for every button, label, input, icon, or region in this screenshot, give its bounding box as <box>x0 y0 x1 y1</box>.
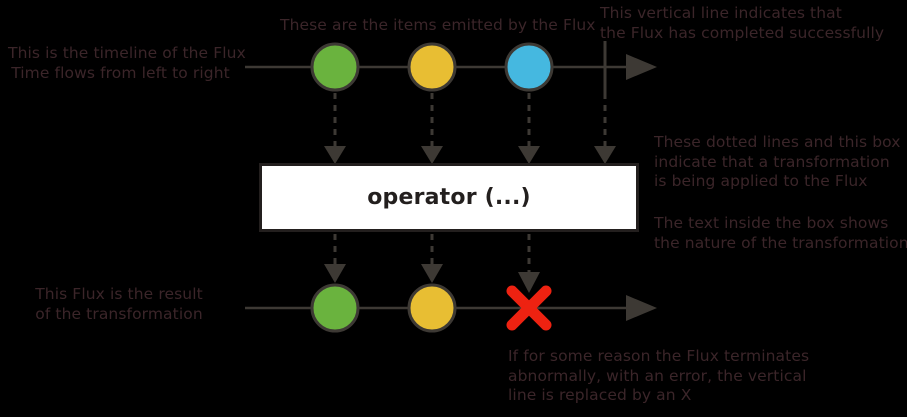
marble-blue-source[interactable] <box>504 42 554 92</box>
dotted-arrow-in-blue-head <box>518 146 540 164</box>
annotation-error: If for some reason the Flux terminates a… <box>508 347 810 404</box>
annotation-box-text: The text inside the box shows the nature… <box>654 214 907 252</box>
marble-yellow-source[interactable] <box>407 42 457 92</box>
dotted-arrow-in-green-head <box>324 146 346 164</box>
source-timeline-arrowhead <box>626 54 657 80</box>
dotted-arrow-out-yellow-head <box>421 264 443 283</box>
source-flux-timeline <box>245 41 657 93</box>
annotation-emitted-items: These are the items emitted by the Flux <box>280 16 596 34</box>
annotation-timeline: This is the timeline of the Flux Time fl… <box>8 44 246 82</box>
dotted-arrows-out-of-operator <box>324 234 540 293</box>
dotted-arrow-out-green-head <box>324 264 346 283</box>
marble-green-result[interactable] <box>310 283 360 333</box>
result-timeline-arrowhead <box>626 295 657 321</box>
annotation-transformation: These dotted lines and this box indicate… <box>654 133 901 190</box>
annotation-result: This Flux is the result of the transform… <box>35 285 203 323</box>
marble-yellow-result[interactable] <box>407 283 457 333</box>
operator-label: operator (...) <box>367 185 531 210</box>
annotation-completion: This vertical line indicates that the Fl… <box>600 4 885 42</box>
dotted-arrows-into-operator <box>324 93 616 164</box>
dotted-arrow-in-completion-head <box>594 146 616 164</box>
dotted-arrow-in-yellow-head <box>421 146 443 164</box>
error-x-marker[interactable] <box>506 285 552 331</box>
result-flux-timeline <box>245 283 657 333</box>
marble-green-source[interactable] <box>310 42 360 92</box>
operator-box[interactable]: operator (...) <box>259 163 639 232</box>
dotted-arrow-out-error-head <box>518 272 540 293</box>
